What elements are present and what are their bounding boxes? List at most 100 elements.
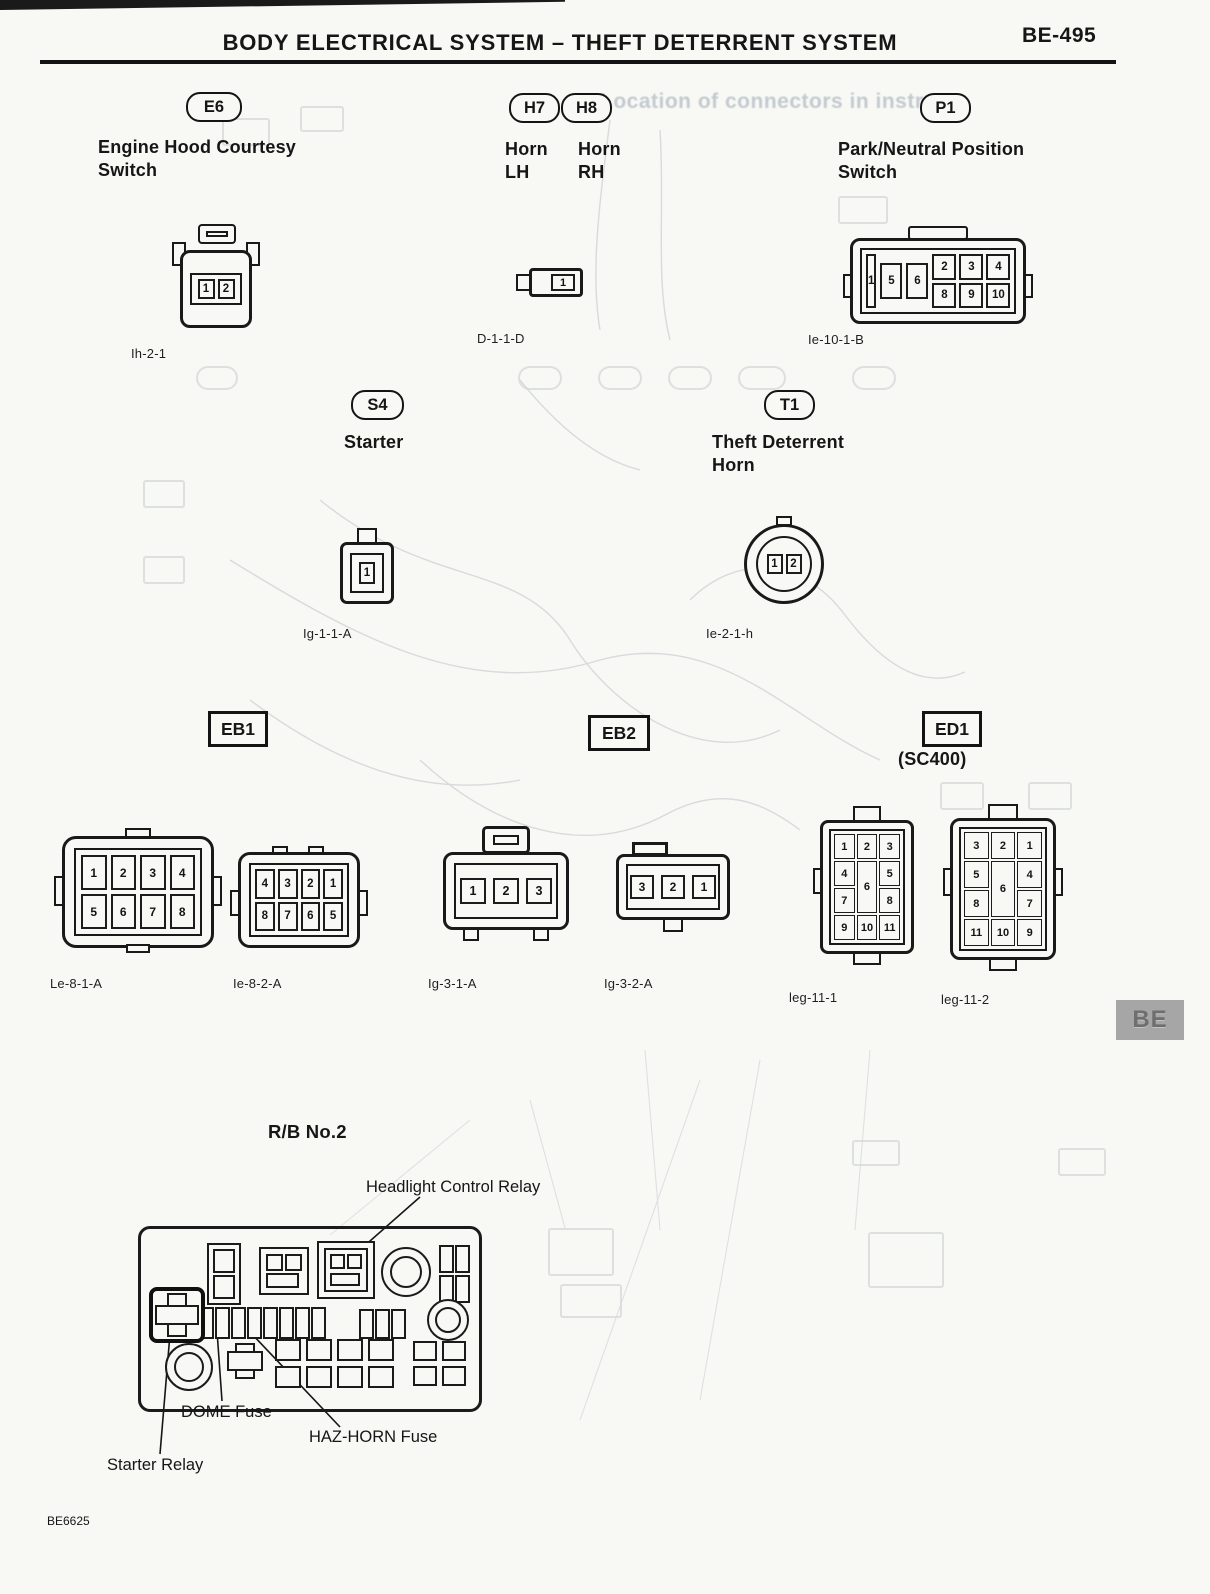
pin-number: 6: [856, 861, 878, 913]
pin-number: 8: [964, 890, 989, 917]
label-sc400: (SC400): [898, 749, 967, 769]
pin-number: 7: [834, 888, 855, 913]
dome-fuse: [215, 1307, 230, 1339]
pin-number: 2: [785, 554, 802, 574]
fuse: [455, 1245, 470, 1273]
fuse: [375, 1309, 390, 1339]
connector-code-ie-8-2-a: Ie-8-2-A: [233, 976, 282, 991]
pin-number: 4: [986, 254, 1011, 280]
ghost-box: [868, 1232, 944, 1288]
ghost-box: [222, 118, 270, 146]
connector-ref-h8: H8: [561, 93, 612, 123]
pin-number: 3: [959, 254, 984, 280]
cross-relay: [225, 1341, 265, 1381]
ghost-text: Location of connectors in instrume: [600, 90, 969, 113]
ghost-box: [1028, 782, 1072, 810]
pin-number: 2: [932, 254, 957, 280]
fuse: [279, 1307, 294, 1339]
pin-number: 3: [630, 875, 654, 899]
pin-number: 1: [359, 562, 375, 584]
pin-number: 2: [110, 855, 136, 890]
ghost-box: [143, 556, 185, 584]
pin-number: 3: [140, 855, 166, 890]
round-relay: [381, 1247, 431, 1297]
label-headlight-control-relay: Headlight Control Relay: [366, 1178, 541, 1196]
fuse-grid: [413, 1341, 466, 1386]
pin-number: 10: [990, 919, 1016, 946]
section-tab-be: BE: [1116, 1000, 1184, 1040]
ghost-oval: [598, 366, 642, 390]
pin-number: 2: [217, 279, 235, 299]
pin-number: 9: [959, 282, 984, 308]
connector-foot: [663, 918, 683, 932]
starter-relay: [149, 1287, 205, 1343]
pin-number: 3: [277, 869, 298, 899]
figure-code: BE6625: [47, 1514, 90, 1528]
pin-number: 7: [277, 901, 298, 931]
label-rb-no2: R/B No.2: [268, 1121, 347, 1142]
pin-number: 2: [493, 878, 519, 904]
ghost-box: [143, 480, 185, 508]
pin-number: 1: [81, 855, 107, 890]
connector-latch: [198, 224, 236, 244]
fuse: [359, 1309, 374, 1339]
connector-code-ig-3-1-a: Ig-3-1-A: [428, 976, 477, 991]
round-relay: [427, 1299, 469, 1341]
fuse: [263, 1307, 278, 1339]
connector-ref-t1: T1: [764, 390, 815, 420]
pin-number: 8: [169, 894, 195, 929]
label-haz-horn-fuse: HAZ-HORN Fuse: [309, 1428, 438, 1446]
fuse: [231, 1307, 246, 1339]
pin-number: 1: [197, 279, 215, 299]
fuse: [311, 1307, 326, 1339]
pin-number: 6: [300, 901, 321, 931]
round-relay: [165, 1343, 213, 1391]
connector-body: 1: [529, 268, 583, 297]
pin-number: 1: [866, 254, 877, 308]
headlight-control-relay: [317, 1241, 375, 1299]
pin-number: 5: [323, 901, 343, 931]
connector-body: 1: [340, 542, 394, 604]
haz-horn-fuse: [247, 1307, 262, 1339]
label-starter-relay: Starter Relay: [107, 1456, 204, 1474]
connector-code-ig-3-2-a: Ig-3-2-A: [604, 976, 653, 991]
connector-code-le-8-1-a: Le-8-1-A: [50, 976, 103, 991]
connector-ref-s4: S4: [351, 390, 404, 420]
connector-code-d-1-1-d: D-1-1-D: [477, 331, 525, 346]
pin-number: 1: [692, 875, 716, 899]
relay: [259, 1247, 309, 1295]
pin-number: 6: [990, 861, 1016, 917]
relay-shape: [227, 1351, 263, 1371]
pin-number: 4: [1017, 861, 1042, 888]
label-theft-deterrent-horn: Theft Deterrent Horn: [712, 432, 845, 475]
connector-ref-ed1: ED1: [922, 711, 982, 747]
connector-diagram-d-1-1-d: 1: [516, 266, 584, 300]
pin-number: 7: [140, 894, 166, 929]
label-engine-hood-courtesy-switch: Engine Hood Courtesy Switch: [98, 137, 297, 180]
fuse: [391, 1309, 406, 1339]
connector-notch: [989, 958, 1017, 971]
pin-number: 3: [964, 832, 989, 859]
scan-edge-artifact: [0, 0, 565, 10]
ghost-oval: [518, 366, 562, 390]
pin-number: 8: [879, 888, 900, 913]
header-rule: [40, 60, 1116, 64]
connector-ref-h7: H7: [509, 93, 560, 123]
pin-number: 1: [1017, 832, 1042, 859]
connector-latch: [482, 826, 530, 854]
